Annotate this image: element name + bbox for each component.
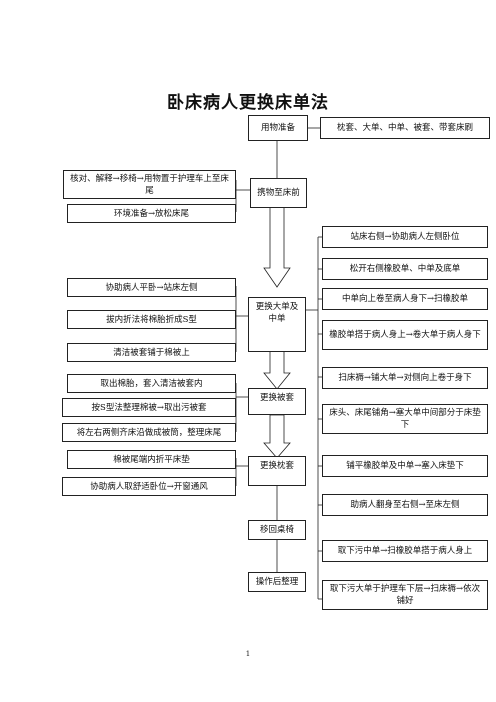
right-item-remove-sheet: 取下污大单于护理车下层→扫床褥→依次铺好 bbox=[322, 580, 488, 610]
right-item-turn-patient: 助病人翻身至右侧→至床左侧 bbox=[322, 494, 488, 516]
right-item-loosen-sheets: 松开右侧橡胶单、中单及底单 bbox=[322, 258, 488, 280]
right-item-sweep-mattress: 扫床褥→铺大单→对侧向上卷于身下 bbox=[322, 367, 488, 389]
left-item-fold-s: 拔内折法将棉胎折成S型 bbox=[67, 310, 236, 329]
main-step-cleanup: 操作后整理 bbox=[248, 572, 306, 592]
right-item-stand-right: 站床右侧→协助病人左侧卧位 bbox=[322, 226, 488, 248]
right-item-supplies: 枕套、大单、中单、被套、带套床刷 bbox=[320, 117, 490, 139]
right-item-remove-drawsheet: 取下污中单→扫橡胶单搭于病人身上 bbox=[322, 540, 488, 562]
left-item-quilt-tube: 将左右两侧齐床沿做成被筒，整理床尾 bbox=[62, 423, 236, 442]
left-item-patient-supine: 协助病人平卧→站床左侧 bbox=[67, 278, 236, 297]
right-item-smooth-sheets: 铺平橡胶单及中单→塞入床垫下 bbox=[322, 455, 488, 477]
right-item-corners: 床头、床尾铺角→塞大单中间部分于床垫下 bbox=[322, 404, 488, 434]
left-item-clean-cover: 清洁被套铺于棉被上 bbox=[67, 343, 236, 362]
main-step-return-furniture: 移回桌椅 bbox=[248, 520, 306, 540]
left-item-environment: 环境准备→放松床尾 bbox=[67, 204, 236, 223]
right-item-roll-drawsheet: 中单向上卷至病人身下→扫橡胶单 bbox=[322, 288, 488, 310]
main-step-carry-to-bed: 携物至床前 bbox=[250, 178, 307, 208]
right-item-rubber-sheet: 橡胶单搭于病人身上→卷大单于病人身下 bbox=[322, 320, 488, 350]
main-step-prepare: 用物准备 bbox=[248, 115, 308, 141]
left-item-verify-explain: 核对、解释→移椅→用物置于护理车上至床尾 bbox=[63, 170, 236, 199]
left-item-insert-batting: 取出棉胎，套入清洁被套内 bbox=[67, 374, 236, 393]
main-step-change-pillowcase: 更换枕套 bbox=[248, 456, 306, 486]
page-title: 卧床病人更换床单法 bbox=[167, 93, 329, 113]
main-step-change-sheets: 更换大单及中单 bbox=[248, 297, 306, 352]
main-step-change-quilt-cover: 更换被套 bbox=[248, 388, 306, 415]
left-item-arrange-quilt: 按S型法整理棉被→取出污被套 bbox=[62, 398, 236, 417]
left-item-comfort-position: 协助病人取舒适卧位→开窗通风 bbox=[62, 477, 236, 496]
left-item-fold-end: 棉被尾端内折平床垫 bbox=[67, 450, 236, 469]
page-number: 1 bbox=[245, 650, 251, 658]
